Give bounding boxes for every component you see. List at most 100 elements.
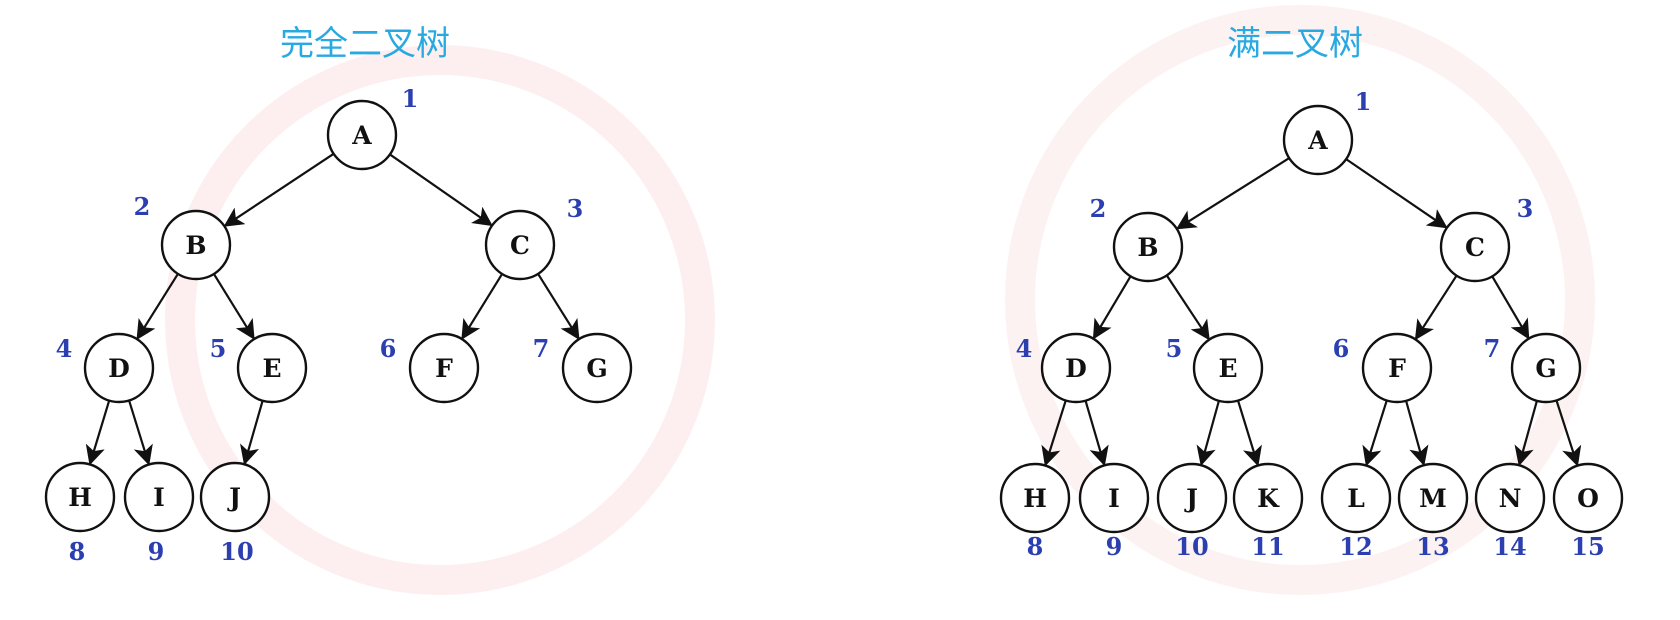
edge-C-F bbox=[1414, 274, 1458, 341]
edge-B-E bbox=[1165, 274, 1210, 341]
edge-F-M bbox=[1405, 400, 1429, 467]
node-label: I bbox=[153, 483, 165, 512]
tree-node-A: A1 bbox=[1282, 87, 1372, 176]
node-index: 14 bbox=[1493, 532, 1526, 561]
node-circle bbox=[1232, 462, 1304, 534]
tree-node-F: F6 bbox=[1333, 332, 1433, 404]
node-label: G bbox=[1535, 354, 1556, 383]
node-circle bbox=[236, 332, 308, 404]
node-circle bbox=[83, 332, 155, 404]
node-index: 5 bbox=[210, 334, 227, 363]
node-circle bbox=[123, 461, 195, 533]
node-circle bbox=[484, 209, 556, 281]
full-binary-tree: 满二叉树 A1B2C3D4E5F6G7H8I9J10K11L12M13N14O1… bbox=[999, 24, 1624, 561]
node-label: B bbox=[1137, 233, 1158, 262]
edge-D-I bbox=[1084, 400, 1109, 467]
tree-node-L: L 12 bbox=[1320, 462, 1392, 561]
node-label: K bbox=[1257, 484, 1280, 513]
node-index: 9 bbox=[1106, 532, 1123, 561]
node-index: 1 bbox=[1355, 87, 1372, 116]
node-label: L bbox=[1347, 484, 1365, 513]
node-circle bbox=[1078, 462, 1150, 534]
edge-E-K bbox=[1236, 400, 1262, 467]
node-index: 2 bbox=[1090, 194, 1107, 223]
edge-A-C bbox=[1345, 158, 1448, 229]
edge-C-G bbox=[537, 273, 580, 341]
tree-node-A: A1 bbox=[326, 84, 419, 171]
node-index: 12 bbox=[1339, 532, 1372, 561]
tree-node-I: I9 bbox=[1078, 462, 1150, 561]
edge-D-H bbox=[1041, 400, 1067, 467]
node-label: N bbox=[1499, 484, 1522, 513]
tree-node-G: G7 bbox=[1484, 332, 1582, 404]
watermark bbox=[165, 5, 1595, 595]
edge-A-B bbox=[223, 152, 335, 227]
edge-D-I bbox=[128, 400, 153, 466]
node-index: 1 bbox=[402, 84, 419, 113]
tree-node-H: H8 bbox=[44, 461, 116, 566]
node-index: 15 bbox=[1571, 532, 1604, 561]
node-index: 7 bbox=[533, 334, 550, 363]
tree-node-F: F6 bbox=[380, 332, 480, 404]
tree-node-C: C3 bbox=[1439, 194, 1533, 283]
node-index: 4 bbox=[56, 334, 73, 363]
node-label: B bbox=[185, 231, 206, 260]
tree-node-K: K11 bbox=[1232, 462, 1304, 561]
node-circle bbox=[1397, 462, 1469, 534]
edge-E-J bbox=[1196, 400, 1220, 467]
node-label: J bbox=[1184, 484, 1198, 513]
tree-node-E: E5 bbox=[210, 332, 308, 404]
edge-G-N bbox=[1514, 400, 1538, 467]
tree-node-E: E5 bbox=[1166, 332, 1264, 404]
node-label: C bbox=[1465, 233, 1485, 262]
tree-node-C: C3 bbox=[484, 194, 583, 281]
node-circle bbox=[1156, 462, 1228, 534]
node-circle bbox=[1192, 332, 1264, 404]
tree-node-N: N 14 bbox=[1474, 462, 1546, 561]
edge-G-O bbox=[1555, 400, 1582, 467]
node-circle bbox=[1282, 104, 1354, 176]
node-label: I bbox=[1108, 484, 1120, 513]
complete-tree-edges bbox=[85, 152, 580, 466]
node-label: E bbox=[262, 354, 281, 383]
edge-B-D bbox=[136, 273, 179, 341]
node-label: J bbox=[227, 483, 241, 512]
node-circle bbox=[1552, 462, 1624, 534]
node-label: F bbox=[435, 354, 453, 383]
node-label: D bbox=[1065, 354, 1087, 383]
node-label: A bbox=[1307, 126, 1328, 155]
node-index: 10 bbox=[1175, 532, 1208, 561]
node-circle bbox=[160, 209, 232, 281]
edge-B-D bbox=[1092, 275, 1132, 340]
edge-A-B bbox=[1175, 157, 1290, 230]
tree-node-B: B2 bbox=[1090, 194, 1184, 283]
edge-D-H bbox=[85, 400, 111, 466]
node-index: 6 bbox=[1333, 334, 1350, 363]
node-label: O bbox=[1577, 484, 1599, 513]
node-circle bbox=[44, 461, 116, 533]
tree-node-D: D4 bbox=[1016, 332, 1112, 404]
node-circle bbox=[1320, 462, 1392, 534]
edge-A-C bbox=[389, 153, 493, 227]
node-circle bbox=[408, 332, 480, 404]
tree-node-O: O 15 bbox=[1552, 462, 1624, 561]
edge-B-E bbox=[212, 273, 255, 340]
edge-C-F bbox=[461, 273, 504, 340]
node-index: 8 bbox=[1027, 532, 1044, 561]
node-circle bbox=[561, 332, 633, 404]
tree-node-I: I9 bbox=[123, 461, 195, 566]
edge-E-J bbox=[240, 400, 264, 466]
node-label: H bbox=[1023, 484, 1047, 513]
node-label: F bbox=[1388, 354, 1406, 383]
node-index: 13 bbox=[1416, 532, 1449, 561]
node-label: M bbox=[1419, 484, 1447, 513]
tree-node-J: J10 bbox=[199, 461, 271, 566]
complete-binary-tree-title: 完全二叉树 bbox=[280, 24, 450, 64]
node-circle bbox=[1040, 332, 1112, 404]
edge-F-L bbox=[1362, 400, 1388, 467]
node-label: H bbox=[68, 483, 92, 512]
